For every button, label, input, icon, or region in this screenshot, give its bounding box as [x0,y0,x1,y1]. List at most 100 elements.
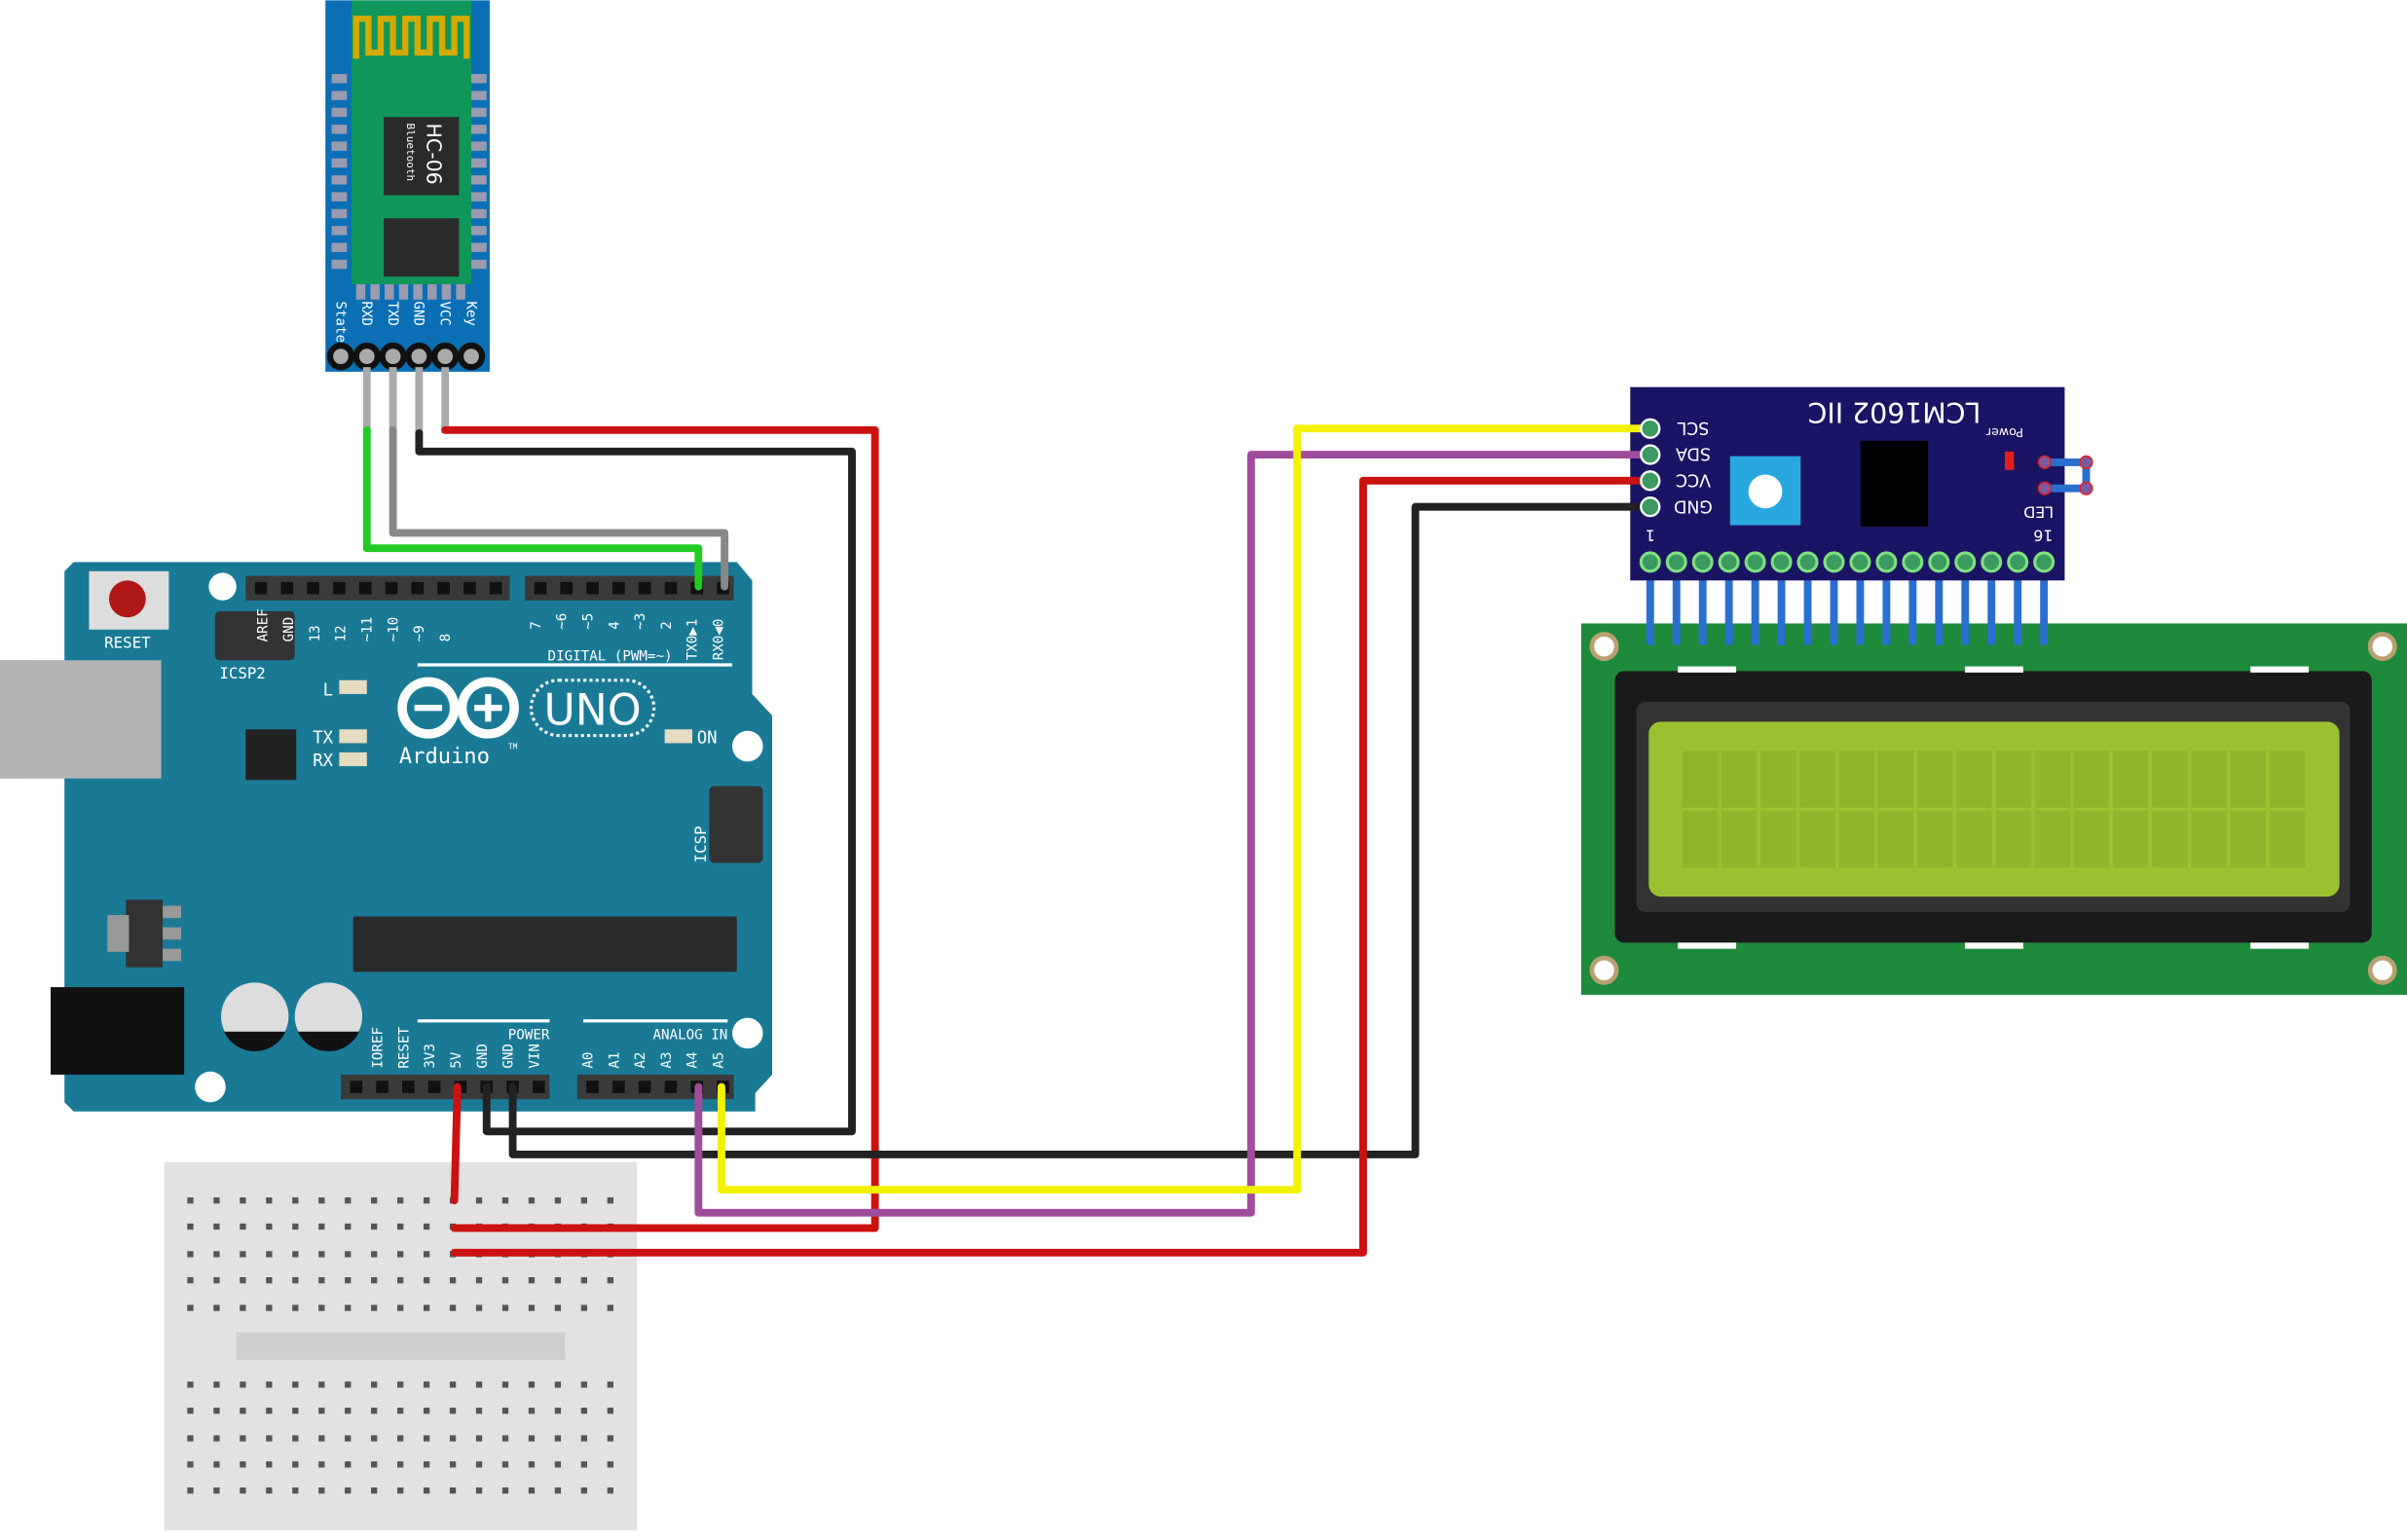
breadboard-hole[interactable] [397,1435,404,1442]
header-pin[interactable] [463,581,476,595]
breadboard-hole[interactable] [345,1304,352,1311]
breadboard-hole[interactable] [318,1304,325,1311]
breadboard-hole[interactable] [371,1277,378,1284]
header-pin[interactable] [376,1081,389,1093]
header-pin[interactable] [534,581,547,595]
wire-grey-txd-rx[interactable] [389,425,729,591]
breadboard-hole[interactable] [345,1435,352,1442]
breadboard-hole[interactable] [292,1251,299,1258]
breadboard-hole[interactable] [423,1304,430,1311]
header-pin[interactable] [385,581,398,595]
breadboard-hole[interactable] [240,1251,246,1258]
lcd-pin[interactable] [1718,551,1740,573]
header-pin[interactable] [638,1081,651,1093]
breadboard-hole[interactable] [449,1304,457,1311]
breadboard-hole[interactable] [449,1381,457,1388]
lcd-pin[interactable] [1981,551,2003,573]
breadboard-hole[interactable] [345,1251,352,1258]
lcd-pin[interactable] [1744,551,1766,573]
header-pin[interactable] [612,581,625,595]
breadboard-hole[interactable] [345,1277,352,1284]
breadboard-hole[interactable] [213,1461,220,1468]
breadboard-hole[interactable] [397,1487,404,1494]
lcd-pin[interactable] [1770,551,1793,573]
breadboard-hole[interactable] [475,1277,483,1284]
lcd-pin[interactable] [1665,551,1687,573]
breadboard-hole[interactable] [607,1381,613,1388]
breadboard-hole[interactable] [318,1223,325,1230]
header-pin[interactable] [437,581,450,595]
breadboard-hole[interactable] [292,1277,299,1284]
breadboard-hole[interactable] [554,1197,562,1204]
breadboard-hole[interactable] [607,1408,613,1414]
breadboard-hole[interactable] [397,1381,404,1388]
breadboard-hole[interactable] [475,1304,483,1311]
led-jumper[interactable] [2037,455,2093,495]
hc06-pin[interactable] [431,342,460,371]
breadboard-hole[interactable] [501,1277,509,1284]
breadboard-hole[interactable] [475,1461,483,1468]
breadboard-hole[interactable] [580,1408,588,1414]
breadboard-hole[interactable] [187,1251,194,1258]
breadboard-hole[interactable] [554,1408,562,1414]
breadboard-hole[interactable] [292,1223,299,1230]
breadboard-hole[interactable] [266,1304,273,1311]
breadboard-hole[interactable] [501,1304,509,1311]
breadboard-hole[interactable] [213,1223,220,1230]
breadboard-hole[interactable] [266,1487,273,1494]
breadboard-hole[interactable] [423,1381,430,1388]
breadboard-hole[interactable] [318,1251,325,1258]
breadboard-hole[interactable] [187,1408,194,1414]
breadboard-hole[interactable] [607,1435,613,1442]
breadboard-hole[interactable] [475,1197,483,1204]
header-pin[interactable] [307,581,319,595]
breadboard-hole[interactable] [371,1408,378,1414]
breadboard-hole[interactable] [240,1487,246,1494]
breadboard-hole[interactable] [345,1408,352,1414]
breadboard-hole[interactable] [501,1381,509,1388]
header-pin[interactable] [350,1081,363,1093]
breadboard-hole[interactable] [240,1435,246,1442]
breadboard-hole[interactable] [580,1435,588,1442]
breadboard-hole[interactable] [292,1487,299,1494]
breadboard-hole[interactable] [266,1435,273,1442]
lcd-pin[interactable] [1796,551,1819,573]
breadboard-hole[interactable] [292,1197,299,1204]
breadboard-hole[interactable] [371,1381,378,1388]
breadboard-hole[interactable] [292,1304,299,1311]
breadboard-hole[interactable] [187,1277,194,1284]
header-pin[interactable] [427,1081,441,1093]
breadboard-hole[interactable] [423,1197,430,1204]
breadboard-hole[interactable] [501,1487,509,1494]
breadboard-hole[interactable] [345,1461,352,1468]
header-pin[interactable] [612,1081,625,1093]
breadboard-hole[interactable] [266,1277,273,1284]
breadboard-hole[interactable] [240,1408,246,1414]
breadboard-hole[interactable] [397,1304,404,1311]
breadboard-hole[interactable] [580,1197,588,1204]
breadboard-hole[interactable] [423,1251,430,1258]
header-pin[interactable] [280,581,294,595]
breadboard-hole[interactable] [240,1223,246,1230]
header-pin[interactable] [254,581,268,595]
hc06-pin[interactable] [379,342,407,371]
breadboard-hole[interactable] [371,1304,378,1311]
breadboard-hole[interactable] [449,1408,457,1414]
breadboard-hole[interactable] [554,1435,562,1442]
header-pin[interactable] [586,581,599,595]
hc06-pin[interactable] [326,342,355,371]
breadboard-hole[interactable] [371,1461,378,1468]
i2c-pin[interactable] [1640,444,1661,465]
breadboard-hole[interactable] [318,1408,325,1414]
breadboard-hole[interactable] [266,1197,273,1204]
lcd-pin[interactable] [1849,551,1871,573]
breadboard-hole[interactable] [423,1408,430,1414]
breadboard-hole[interactable] [528,1461,536,1468]
breadboard-hole[interactable] [607,1487,613,1494]
breadboard-hole[interactable] [580,1381,588,1388]
breadboard-hole[interactable] [607,1461,613,1468]
header-pin[interactable] [489,581,502,595]
breadboard-hole[interactable] [318,1381,325,1388]
breadboard-hole[interactable] [240,1277,246,1284]
breadboard-hole[interactable] [240,1381,246,1388]
